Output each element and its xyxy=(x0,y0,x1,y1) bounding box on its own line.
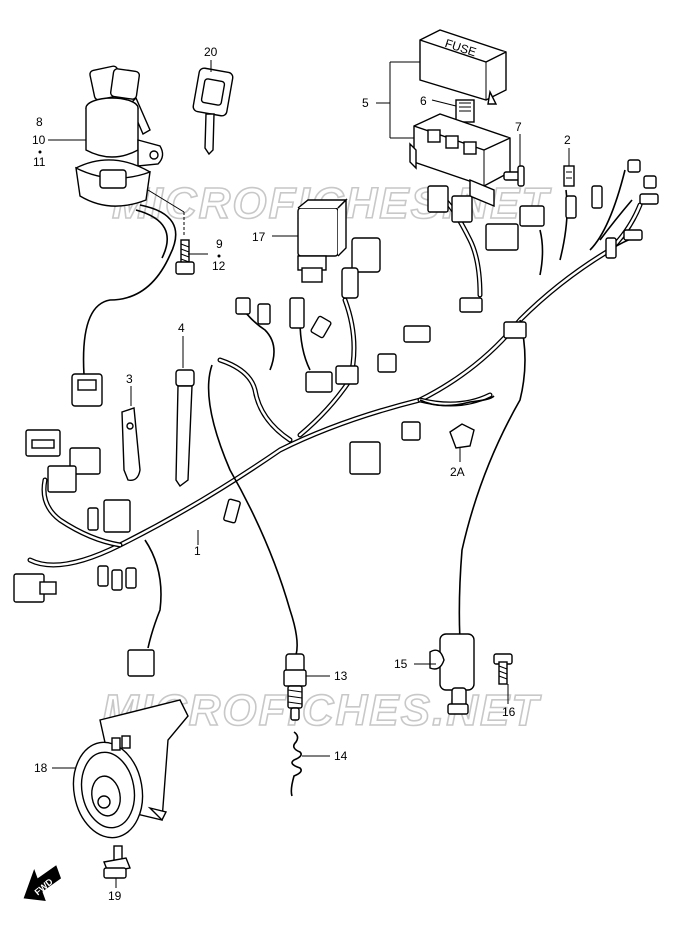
lower-lead-wire xyxy=(144,539,162,649)
spring-part-14 xyxy=(290,731,302,797)
ignition-switch-part-8 xyxy=(75,65,164,207)
callout-11: 11 xyxy=(33,155,46,169)
screw-part-7 xyxy=(503,165,525,187)
leader-lines xyxy=(48,60,570,888)
key-part-20 xyxy=(192,67,234,156)
relay-part-17 xyxy=(297,198,348,283)
cable-tie-part-4 xyxy=(175,369,195,488)
fuse-box-base-part-5 xyxy=(409,113,511,208)
callout-19: 19 xyxy=(108,889,122,903)
callout-16: 16 xyxy=(502,705,516,719)
callout-3: 3 xyxy=(126,372,133,386)
callout-10: 10 xyxy=(32,133,46,147)
callout-20: 20 xyxy=(204,45,218,59)
callout-labels: 20 8 10 11 9 12 17 4 3 1 5 6 7 2 2A 13 1… xyxy=(32,45,571,903)
callout-18: 18 xyxy=(34,761,48,775)
side-stand-switch-part-15 xyxy=(429,633,475,715)
sensor-lead-wire xyxy=(207,364,298,656)
bolt-part-16 xyxy=(493,653,513,685)
bolt-part-9 xyxy=(175,239,195,275)
harness-connectors xyxy=(13,159,659,677)
side-stand-switch-wire xyxy=(458,319,526,641)
clamp-part-3 xyxy=(121,407,141,481)
callout-2a: 2A xyxy=(450,465,465,479)
callout-6: 6 xyxy=(420,94,427,108)
forward-arrow-icon: FWD xyxy=(23,865,62,901)
bolt-part-19 xyxy=(103,845,131,879)
sensor-part-13 xyxy=(283,653,307,721)
callout-1: 1 xyxy=(194,544,201,558)
callout-5: 5 xyxy=(362,96,369,110)
callout-15: 15 xyxy=(394,657,408,671)
callout-17: 17 xyxy=(252,230,266,244)
fuse-box-cover-part-5: FUSE xyxy=(419,29,507,105)
horn-part-18 xyxy=(72,699,189,839)
callout-12: 12 xyxy=(212,259,226,273)
fuse-part-6 xyxy=(455,99,475,123)
callout-14: 14 xyxy=(334,749,348,763)
callout-8: 8 xyxy=(36,115,43,129)
callout-7: 7 xyxy=(515,120,522,134)
callout-4: 4 xyxy=(178,321,185,335)
ignition-lead-wire xyxy=(82,204,177,376)
callout-9: 9 xyxy=(216,237,223,251)
fuse-part-2 xyxy=(563,165,575,187)
fuse-part-2a xyxy=(449,423,475,449)
callout-13: 13 xyxy=(334,669,348,683)
callout-2: 2 xyxy=(564,133,571,147)
